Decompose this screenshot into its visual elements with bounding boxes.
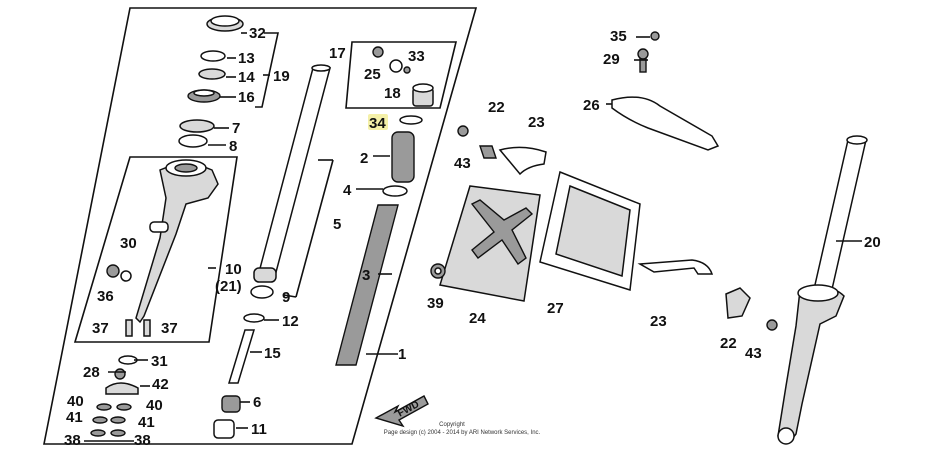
label-35: 35	[610, 28, 627, 45]
label-13: 13	[238, 50, 255, 67]
label-15: 15	[264, 345, 281, 362]
label-9: 9	[282, 289, 290, 306]
part-labels: 1 2 3 4 5 6 7 8 9 10 (21) 11 12 13 14 15…	[64, 25, 881, 449]
label-2: 2	[360, 150, 368, 167]
label-31: 31	[151, 353, 168, 370]
label-7: 7	[232, 120, 240, 137]
label-11: 11	[251, 421, 267, 438]
label-38a: 38	[64, 432, 81, 449]
fork-springs	[335, 131, 415, 366]
label-34: 34	[369, 115, 386, 132]
label-17: 17	[329, 45, 346, 62]
steering-bearing-stack	[178, 15, 244, 148]
label-8: 8	[229, 138, 237, 155]
label-10: 10	[225, 261, 242, 278]
label-42: 42	[152, 376, 169, 393]
label-16: 16	[238, 89, 255, 106]
label-18: 18	[384, 85, 401, 102]
label-23a: 23	[528, 114, 545, 131]
label-6: 6	[253, 394, 261, 411]
label-1: 1	[398, 346, 406, 363]
copyright-line1: Copyright	[439, 422, 465, 428]
copyright-line2: Page design (c) 2004 - 2014 by ARI Netwo…	[384, 430, 541, 436]
label-10b: (21)	[215, 278, 242, 295]
label-40a: 40	[67, 393, 84, 410]
label-32: 32	[249, 25, 266, 42]
label-5: 5	[333, 216, 341, 233]
mount-strap	[611, 31, 720, 151]
label-41a: 41	[66, 409, 83, 426]
headlight-case	[430, 125, 714, 302]
fork-hardware	[90, 264, 151, 437]
fork-slider-box	[73, 156, 238, 343]
fork-assembly-frame	[43, 7, 478, 445]
label-22b: 22	[720, 335, 737, 352]
label-43b: 43	[745, 345, 762, 362]
label-41b: 41	[138, 414, 155, 431]
fork-tube	[250, 64, 331, 299]
leader-lines	[84, 32, 862, 442]
highlight-part-34	[368, 114, 388, 130]
valve-box	[345, 41, 458, 125]
label-19: 19	[273, 68, 290, 85]
label-12: 12	[282, 313, 299, 330]
label-40b: 40	[146, 397, 163, 414]
fwd-label: FWD	[396, 399, 421, 419]
right-fork-slider	[725, 135, 868, 445]
label-26: 26	[583, 97, 600, 114]
label-38b: 38	[134, 432, 151, 449]
label-14: 14	[238, 69, 255, 86]
label-27: 27	[547, 300, 564, 317]
label-29: 29	[603, 51, 620, 68]
label-20: 20	[864, 234, 881, 251]
label-4: 4	[343, 182, 352, 199]
fwd-arrow: FWD	[374, 395, 429, 428]
label-22a: 22	[488, 99, 505, 116]
label-25: 25	[364, 66, 381, 83]
label-23b: 23	[650, 313, 667, 330]
label-36: 36	[97, 288, 114, 305]
label-43a: 43	[454, 155, 471, 172]
label-39: 39	[427, 295, 444, 312]
label-28: 28	[83, 364, 100, 381]
label-3: 3	[362, 267, 370, 284]
label-37a: 37	[92, 320, 109, 337]
label-24: 24	[469, 310, 486, 327]
label-37b: 37	[161, 320, 178, 337]
damper-rod	[213, 313, 265, 439]
label-33: 33	[408, 48, 425, 65]
label-30: 30	[120, 235, 137, 252]
